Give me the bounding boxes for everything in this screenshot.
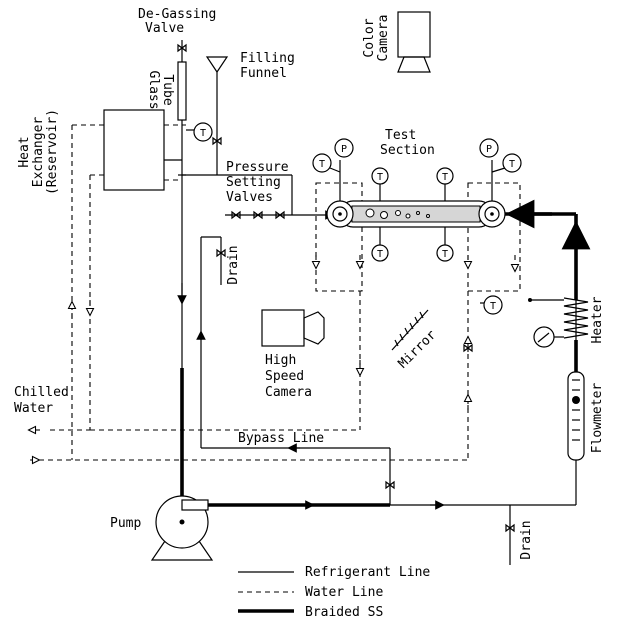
pressure-gauge-left-text: P: [341, 144, 347, 155]
temperature-gauge-exchanger-text: T: [200, 128, 206, 139]
glass-tube: [177, 61, 187, 121]
high-speed-camera: [261, 309, 305, 347]
temperature-gauge-tube-2-text: T: [442, 172, 448, 183]
filling-funnel-label-1: Filling: [240, 51, 295, 66]
heat-exchanger-label-3: (Reservoir): [45, 109, 60, 195]
legend-water-text: Water Line: [305, 585, 383, 600]
temperature-gauge-right-text: T: [490, 301, 496, 312]
glass-tube-label-1: Glass: [146, 70, 161, 109]
heat-exchanger-label: Heat Exchanger (Reservoir): [17, 109, 60, 195]
heater-label: Heater: [590, 296, 605, 343]
heat-exchanger-label-1: Heat: [17, 136, 32, 167]
legend: Refrigerant Line Water Line Braided SS: [238, 565, 430, 620]
test-section-label-1: Test: [385, 128, 416, 143]
glass-tube-label: Glass Tube: [146, 70, 175, 109]
legend-braided-text: Braided SS: [305, 605, 383, 620]
glass-tube-label-2: Tube: [160, 74, 175, 105]
mirror-text: Mirror: [396, 327, 440, 371]
filling-funnel-label-2: Funnel: [240, 66, 287, 81]
heat-exchanger-label-2: Exchanger: [31, 117, 46, 188]
test-section-left-box: [315, 182, 363, 292]
bypass-line-label: Bypass Line: [238, 431, 324, 446]
test-section-right-box: [467, 182, 521, 292]
temperature-gauge-tube-4-text: T: [442, 249, 448, 260]
bubbles: [365, 208, 430, 219]
drain-bottom-text: Drain: [519, 520, 534, 559]
temperature-gauge-left-top-text: T: [319, 159, 325, 170]
heater-text: Heater: [590, 296, 605, 343]
temperature-gauge-tube-1-text: T: [377, 172, 383, 183]
pressure-valves-label-3: Valves: [226, 190, 273, 205]
pressure-valves-label-1: Pressure: [226, 160, 289, 175]
chilled-water-label-1: Chilled: [14, 385, 69, 400]
flowmeter-text: Flowmeter: [590, 383, 605, 454]
test-section-gauges: P T P T T T T T: [312, 138, 522, 262]
drain-bottom-label: Drain: [519, 520, 534, 559]
mirror: [391, 309, 429, 351]
temperature-gauge-exchanger: [193, 122, 213, 142]
mirror-label: Mirror: [396, 327, 440, 371]
legend-refrigerant-text: Refrigerant Line: [305, 565, 430, 580]
color-camera-label-2: Camera: [376, 15, 391, 62]
high-speed-camera-label-3: Camera: [265, 385, 312, 400]
degassing-valve-label-1: De-Gassing: [138, 7, 216, 22]
pressure-valves-label-2: Setting: [226, 175, 281, 190]
degassing-valve-label-2: Valve: [145, 21, 184, 36]
heater-coil: [563, 297, 589, 340]
drain-top-label: Drain: [226, 245, 241, 284]
heat-exchanger-box: [103, 109, 165, 191]
temperature-gauge-right-top-text: T: [509, 159, 515, 170]
pressure-setting-valves: [231, 210, 285, 220]
color-camera-label: Color Camera: [362, 15, 391, 62]
pump-label: Pump: [110, 516, 141, 531]
degassing-valve-symbol: [177, 40, 187, 62]
color-camera-label-1: Color: [362, 18, 377, 57]
temperature-gauge-tube-3-text: T: [377, 249, 383, 260]
flowmeter-label: Flowmeter: [590, 383, 605, 454]
filling-funnel: [205, 56, 229, 74]
drain-top-text: Drain: [226, 245, 241, 284]
pressure-gauge-right-text: P: [486, 144, 492, 155]
test-section-label-2: Section: [380, 143, 435, 158]
chilled-water-label-2: Water: [14, 401, 53, 416]
color-camera: [397, 11, 431, 58]
high-speed-camera-label-1: High: [265, 353, 296, 368]
high-speed-camera-label-2: Speed: [265, 369, 304, 384]
flowmeter: [567, 371, 585, 461]
